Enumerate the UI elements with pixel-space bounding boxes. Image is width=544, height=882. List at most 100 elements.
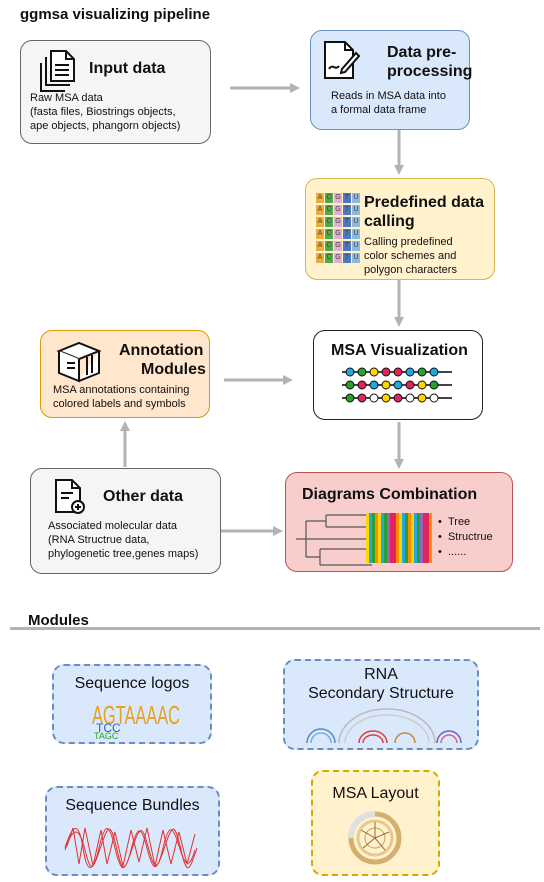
preprocess-heading-1: Data pre- bbox=[387, 44, 457, 61]
bundles-label: Sequence Bundles bbox=[65, 797, 200, 814]
combination-bullet-1: • Tree bbox=[438, 516, 471, 528]
document-stack-icon bbox=[40, 50, 75, 92]
module-rna-structure: RNA Secondary Structure bbox=[283, 659, 479, 750]
msa-heat-column bbox=[405, 513, 408, 563]
msa-icon-cell: A bbox=[316, 193, 324, 203]
combination-bullet-2: • Structrue bbox=[438, 531, 493, 543]
circular-layout-icon bbox=[348, 811, 402, 865]
combination-bullet-3: • ...... bbox=[438, 546, 467, 558]
input-desc-2: (fasta files, Biostrings objects, bbox=[30, 106, 176, 118]
modules-divider bbox=[10, 627, 540, 630]
predefined-heading-2: calling bbox=[364, 213, 415, 230]
logos-label: Sequence logos bbox=[74, 675, 190, 692]
msa-icon-cell: U bbox=[352, 217, 360, 227]
sequence-bundle-icon bbox=[64, 827, 198, 869]
module-sequence-logos: Sequence logos AGTAAAAC TCC TAGC bbox=[52, 664, 212, 744]
msa-icon-cell: T bbox=[343, 253, 351, 263]
msa-heat-column bbox=[426, 513, 429, 563]
modules-title: Modules bbox=[28, 612, 89, 629]
msa-icon-cell: C bbox=[325, 241, 333, 251]
preprocess-desc-1: Reads in MSA data into bbox=[331, 90, 446, 102]
module-msa-layout: MSA Layout bbox=[311, 770, 440, 876]
msa-icon-cell: G bbox=[334, 193, 342, 203]
msa-icon-cell: T bbox=[343, 205, 351, 215]
tree-icon bbox=[296, 514, 372, 566]
msa-heat-column bbox=[366, 513, 369, 563]
other-desc-2: (RNA Structrue data, bbox=[48, 534, 150, 546]
msa-heat-column bbox=[417, 513, 420, 563]
msa-icon-cell: A bbox=[316, 241, 324, 251]
msa-icon-cell: A bbox=[316, 229, 324, 239]
preprocess-desc-2: a formal data frame bbox=[331, 104, 427, 116]
msa-heat-column bbox=[381, 513, 384, 563]
combination-heading: Diagrams Combination bbox=[302, 486, 478, 503]
msa-icon-cell: G bbox=[334, 253, 342, 263]
annotation-box: Annotation Modules MSA annotations conta… bbox=[40, 330, 210, 418]
msa-heat-icon bbox=[366, 513, 432, 563]
msa-icon-cell: U bbox=[352, 253, 360, 263]
msa-icon-cell: A bbox=[316, 253, 324, 263]
msa-heat-column bbox=[369, 513, 372, 563]
msa-icon-cell: G bbox=[334, 205, 342, 215]
preprocess-heading-2: processing bbox=[387, 63, 473, 80]
msa-icon-cell: T bbox=[343, 241, 351, 251]
module-sequence-bundles: Sequence Bundles bbox=[45, 786, 220, 876]
msa-heat-column bbox=[384, 513, 387, 563]
logo-line-3: TAGC bbox=[94, 731, 119, 740]
annotation-heading-1: Annotation bbox=[119, 342, 204, 359]
msa-icon-cell: C bbox=[325, 217, 333, 227]
msa-heat-column bbox=[399, 513, 402, 563]
msa-icon-cell: U bbox=[352, 229, 360, 239]
msa-icon-cell: U bbox=[352, 205, 360, 215]
diagrams-combination-box: Diagrams Combination • Tree • Structrue … bbox=[285, 472, 513, 572]
msa-heat-column bbox=[375, 513, 378, 563]
annotation-desc-1: MSA annotations containing bbox=[53, 384, 190, 396]
sequence-logo-icon: AGTAAAAC TCC TAGC bbox=[92, 700, 180, 740]
msa-heat-column bbox=[411, 513, 414, 563]
document-add-icon bbox=[55, 479, 85, 514]
input-desc-1: Raw MSA data bbox=[30, 92, 103, 104]
input-desc-3: ape objects, phangorn objects) bbox=[30, 120, 181, 132]
msa-heat-column bbox=[387, 513, 390, 563]
logo-line-2: TCC bbox=[96, 721, 121, 735]
msa-heat-column bbox=[390, 513, 393, 563]
msa-icon-cell: A bbox=[316, 205, 324, 215]
msa-heat-column bbox=[429, 513, 432, 563]
predefined-desc-2: color schemes and bbox=[364, 250, 457, 262]
other-data-box: Other data Associated molecular data (RN… bbox=[30, 468, 221, 574]
other-desc-1: Associated molecular data bbox=[48, 520, 178, 532]
annotation-desc-2: colored labels and symbols bbox=[53, 398, 186, 410]
msa-heat-column bbox=[402, 513, 405, 563]
package-box-icon bbox=[56, 341, 102, 383]
msa-heat-column bbox=[372, 513, 375, 563]
msa-vis-heading: MSA Visualization bbox=[331, 342, 468, 359]
msa-heat-column bbox=[414, 513, 417, 563]
msa-icon-cell: U bbox=[352, 241, 360, 251]
msa-icon-cell: T bbox=[343, 193, 351, 203]
other-desc-3: phylogenetic tree,genes maps) bbox=[48, 548, 199, 560]
logo-line-1: AGTAAAAC bbox=[92, 700, 180, 730]
input-data-box: Input data Raw MSA data (fasta files, Bi… bbox=[20, 40, 211, 144]
msa-icon-cell: G bbox=[334, 217, 342, 227]
rna-label-2: Secondary Structure bbox=[308, 685, 454, 702]
msa-heat-column bbox=[378, 513, 381, 563]
rna-label-1: RNA bbox=[364, 666, 398, 683]
msa-heat-column bbox=[396, 513, 399, 563]
annotation-heading-2: Modules bbox=[141, 361, 206, 378]
msa-icon-cell: G bbox=[334, 229, 342, 239]
msa-icon-cell: C bbox=[325, 253, 333, 263]
page-title: ggmsa visualizing pipeline bbox=[20, 6, 211, 23]
msa-heat-column bbox=[408, 513, 411, 563]
predefined-desc-3: polygon characters bbox=[364, 264, 457, 276]
msa-icon-cell: U bbox=[352, 193, 360, 203]
predefined-heading-1: Predefined data bbox=[364, 194, 485, 211]
document-edit-icon bbox=[324, 41, 361, 79]
layout-label: MSA Layout bbox=[332, 785, 419, 802]
other-heading: Other data bbox=[103, 488, 184, 505]
msa-visualization-box: MSA Visualization bbox=[313, 330, 483, 420]
msa-icon-cell: C bbox=[325, 205, 333, 215]
msa-heat-column bbox=[420, 513, 423, 563]
preprocess-box: Data pre- processing Reads in MSA data i… bbox=[310, 30, 473, 130]
